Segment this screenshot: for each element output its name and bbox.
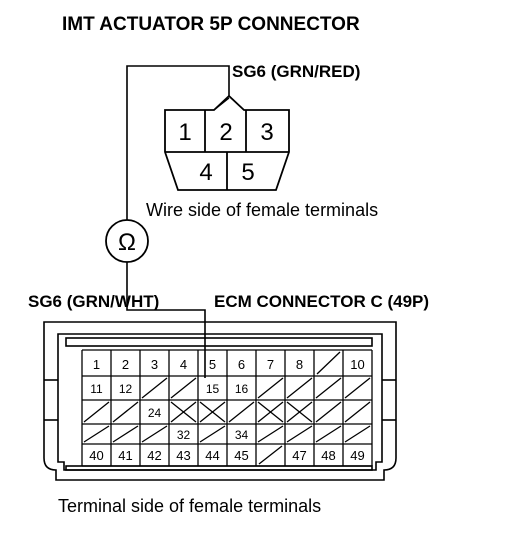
blank-slot-mark (257, 401, 284, 423)
ecm-connector-caption: Terminal side of female terminals (58, 496, 322, 516)
title: IMT ACTUATOR 5P CONNECTOR (62, 14, 360, 35)
probe-wire-to-ecm (126, 302, 206, 378)
blank-slot-mark (315, 401, 342, 423)
blank-slot-mark (344, 401, 371, 423)
blank-slot-mark (286, 425, 313, 443)
blank-slot-mark (258, 445, 283, 465)
blank-slot-mark (141, 425, 168, 443)
pin-label: 4 (199, 159, 212, 186)
ecm-pin-label: 40 (89, 448, 103, 463)
blank-slot-mark (170, 401, 197, 423)
probe-wire-left (126, 65, 230, 220)
ecm-pin-label: 8 (296, 357, 303, 372)
connector-outline (164, 94, 290, 191)
wire-lines (126, 65, 230, 378)
blank-slot-mark (316, 351, 341, 375)
blank-slot-mark (315, 425, 342, 443)
blank-slot-mark (257, 377, 284, 399)
ecm-pin-label: 44 (205, 448, 219, 463)
blank-slot-mark (112, 401, 139, 423)
ecm-pin-label: 32 (177, 428, 191, 442)
blank-slot-mark (141, 377, 168, 399)
blank-slot-mark (199, 401, 226, 423)
ecm-pin-label: 41 (118, 448, 132, 463)
upper-pin-labels: 1 2 3 4 5 (178, 119, 273, 186)
blank-slot-mark (83, 425, 110, 443)
upper-connector-caption: Wire side of female terminals (146, 200, 379, 220)
pin-label: 5 (241, 159, 254, 186)
ecm-pin-label: 49 (350, 448, 364, 463)
ecm-pin-label: 2 (122, 357, 129, 372)
imt-actuator-connector (164, 94, 290, 191)
ecm-pin-label: 6 (238, 357, 245, 372)
ecm-pin-label: 5 (209, 357, 216, 372)
blank-slot-mark (83, 401, 110, 423)
ecm-pin-label: 7 (267, 357, 274, 372)
blank-slot-mark (286, 377, 313, 399)
pin-label: 1 (178, 119, 191, 146)
blank-slot-mark (315, 377, 342, 399)
ecm-pin-label: 43 (176, 448, 190, 463)
ecm-pin-label: 45 (234, 448, 248, 463)
sg6-grn-red-label: SG6 (GRN/RED) (232, 62, 361, 81)
blank-slot-mark (257, 425, 284, 443)
ecm-pin-label: 3 (151, 357, 158, 372)
blank-slot-mark (199, 425, 226, 443)
blank-slot-mark (228, 401, 255, 423)
blank-slot-mark (286, 401, 313, 423)
ecm-pin-label: 24 (148, 406, 162, 420)
ecm-pin-label: 34 (235, 428, 249, 442)
ecm-pin-label: 12 (119, 382, 133, 396)
blank-slot-mark (112, 425, 139, 443)
blank-slot-mark (344, 425, 371, 443)
ecm-pin-label: 11 (90, 382, 103, 396)
ohmmeter: Ω (105, 219, 149, 263)
ecm-pin-label: 4 (180, 357, 187, 372)
ecm-connector-housing (43, 321, 397, 481)
ohmmeter-circle (105, 219, 149, 263)
pin-label: 3 (260, 119, 273, 146)
ecm-pin-label: 15 (206, 382, 220, 396)
housing-outer (43, 321, 397, 481)
ecm-pin-label: 47 (292, 448, 306, 463)
ecm-pin-label: 1 (93, 357, 100, 372)
ecm-pin-label: 10 (350, 357, 364, 372)
ecm-pin-label: 48 (321, 448, 335, 463)
pin-label: 2 (219, 119, 232, 146)
blank-slot-mark (344, 377, 371, 399)
ecm-pin-label: 42 (147, 448, 161, 463)
housing-inner (57, 333, 383, 471)
ecm-pin-label: 16 (235, 382, 249, 396)
ecm-connector-label: ECM CONNECTOR C (49P) (214, 292, 430, 311)
blank-slot-mark (170, 377, 197, 399)
ohm-icon: Ω (118, 229, 136, 256)
